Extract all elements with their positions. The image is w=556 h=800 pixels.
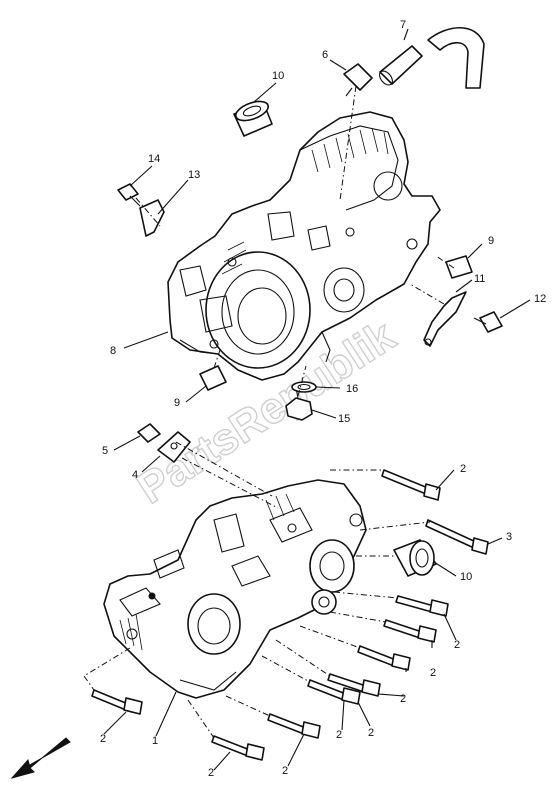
fitting-part-6 [343,63,373,97]
callout-12: 12 [534,293,546,305]
callout-11: 11 [474,273,485,285]
callout-3: 3 [506,531,512,543]
hose-part-7 [379,27,485,89]
callout-2-a: 2 [460,463,466,475]
callout-10-lower: 10 [460,571,472,583]
bushing-part-10-lower [393,539,437,577]
callout-2-g: 2 [282,765,288,777]
bolts-part-2 [91,469,449,761]
callout-16: 16 [346,383,358,395]
callout-1: 1 [152,735,158,747]
bolt-part-14 [117,183,141,207]
front-direction-arrow-icon [10,737,71,779]
callout-9-right: 9 [488,235,494,247]
upper-crankcase-half [167,111,441,381]
screw-part-5 [137,423,161,443]
callout-10-upper: 10 [272,70,284,82]
callout-2-i: 2 [100,733,106,745]
callout-7: 7 [400,19,406,31]
alignment-lines [83,85,455,739]
leader-lines [103,28,531,771]
callout-8: 8 [110,345,116,357]
callout-14: 14 [148,153,160,165]
callout-2-d: 2 [400,693,406,705]
callout-2-h: 2 [208,767,214,779]
washer-part-16 [291,381,317,393]
dowel-part-9-right [445,255,473,279]
callout-2-f: 2 [336,729,342,741]
callout-9-left: 9 [174,397,180,409]
bracket-part-13 [139,199,165,237]
callout-13: 13 [188,169,200,181]
dowel-part-9-left [199,365,227,391]
callout-6: 6 [322,49,328,61]
callout-5: 5 [102,445,108,457]
callout-2-b: 2 [454,639,460,651]
callout-15: 15 [338,413,350,425]
callout-2-c: 2 [430,667,436,679]
lower-crankcase-half [103,479,367,699]
callout-4: 4 [132,469,138,481]
bushing-part-10-upper [233,100,273,137]
clip-part-11 [423,291,467,347]
callout-labels: 7 6 10 14 13 9 11 12 8 9 16 15 5 4 2 3 1… [100,19,546,779]
plate-part-4 [157,431,191,463]
bolt-part-3 [425,519,489,555]
screw-part-12 [473,311,503,333]
callout-2-e: 2 [368,727,374,739]
